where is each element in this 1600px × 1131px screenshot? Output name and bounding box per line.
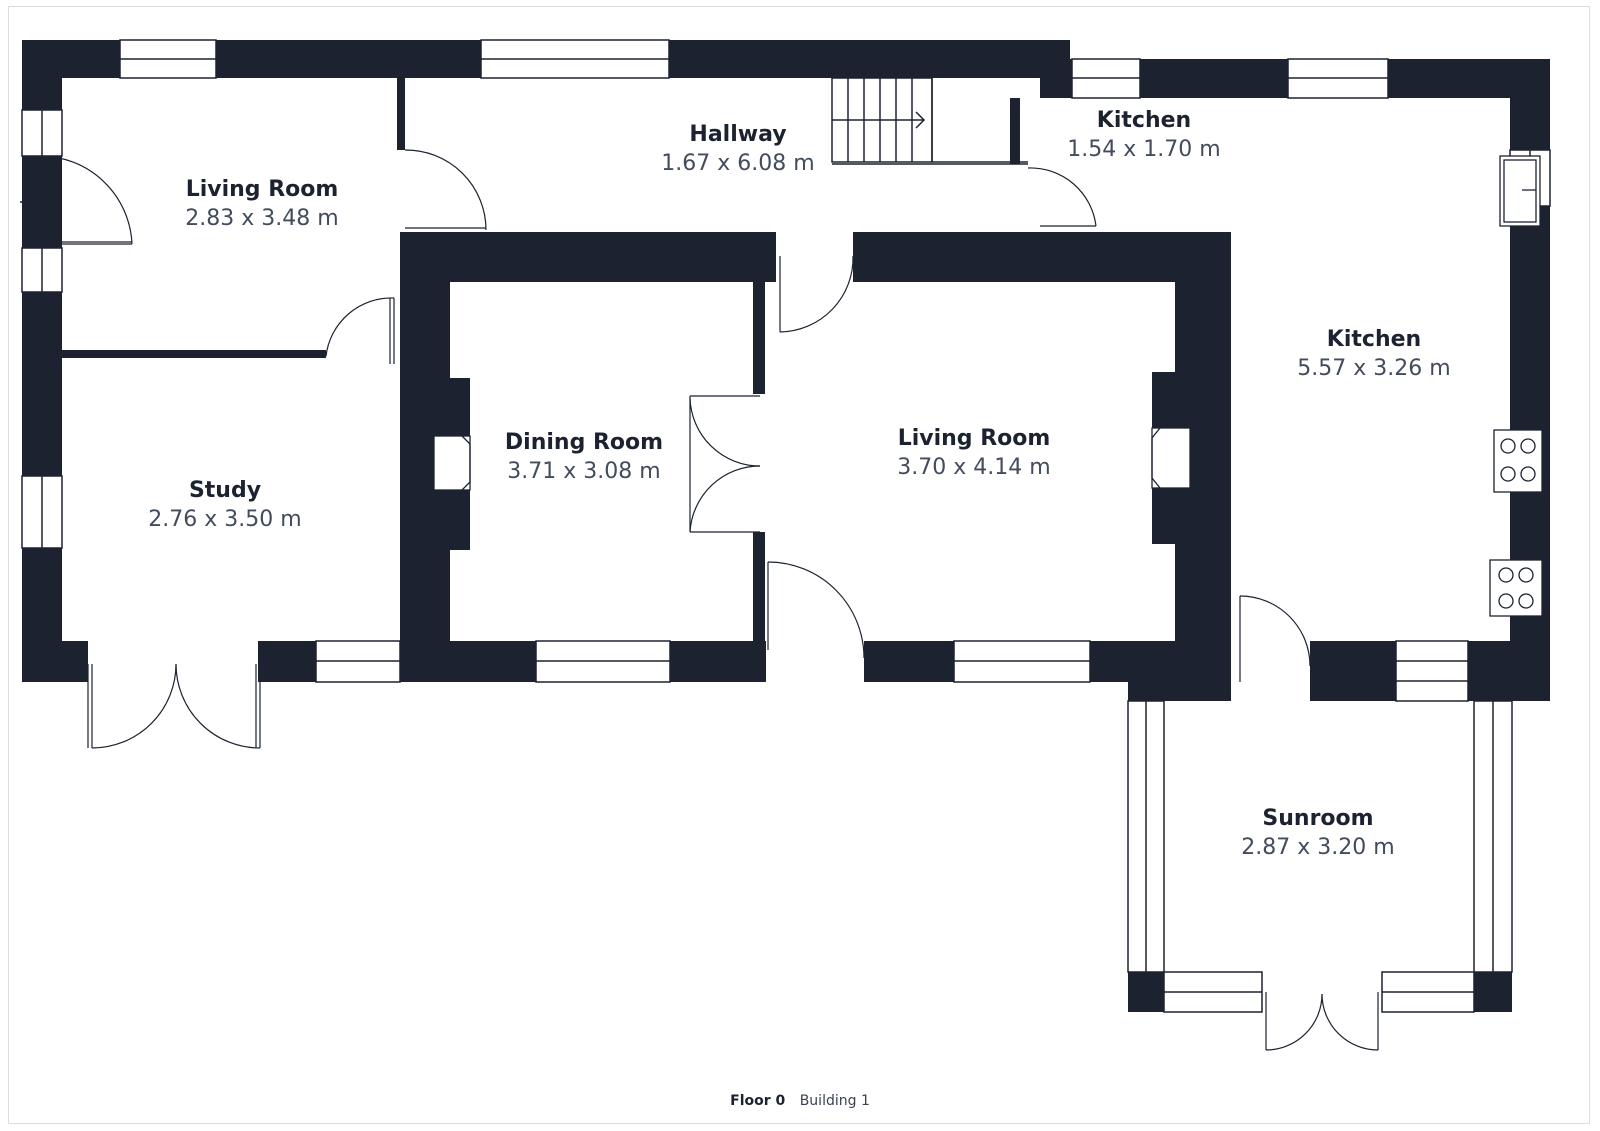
room-dimensions: 3.70 x 4.14 m: [897, 455, 1051, 480]
room-label-study: Study 2.76 x 3.50 m: [148, 477, 301, 535]
room-name: Study: [188, 478, 262, 503]
building-label: Building 1: [799, 1093, 870, 1109]
plan-footer: Floor 0 Building 1: [0, 1093, 1600, 1109]
room-name: Kitchen: [1326, 327, 1422, 352]
fireplace-dining: [433, 435, 471, 491]
room-name: Sunroom: [1262, 806, 1374, 831]
room-dimensions: 2.87 x 3.20 m: [1241, 835, 1395, 860]
staircase: [831, 77, 1028, 165]
room-dimensions: 1.67 x 6.08 m: [661, 151, 815, 176]
doors: [39, 149, 1379, 1051]
room-dimensions: 2.83 x 3.48 m: [185, 206, 339, 231]
room-label-kitchen-small: Kitchen 1.54 x 1.70 m: [1067, 107, 1220, 165]
room-label-living-room-2: Living Room 3.70 x 4.14 m: [897, 425, 1050, 483]
floor-label: Floor 0: [730, 1093, 786, 1109]
room-dimensions: 5.57 x 3.26 m: [1297, 356, 1451, 381]
room-label-living-room-1: Living Room 2.83 x 3.48 m: [185, 176, 338, 234]
room-name: Living Room: [185, 177, 339, 202]
room-label-kitchen-main: Kitchen 5.57 x 3.26 m: [1297, 326, 1450, 384]
hob-lower: [1489, 559, 1543, 617]
room-dimensions: 2.76 x 3.50 m: [148, 507, 302, 532]
room-name: Kitchen: [1096, 108, 1192, 133]
room-name: Living Room: [897, 426, 1051, 451]
entrance-arrow-icon: [20, 193, 44, 211]
room-label-sunroom: Sunroom 2.87 x 3.20 m: [1241, 805, 1394, 863]
room-name: Dining Room: [504, 430, 664, 455]
fireplace-living: [1151, 427, 1191, 489]
drawing-frame: [8, 6, 1590, 1124]
room-label-hallway: Hallway 1.67 x 6.08 m: [661, 121, 814, 179]
room-dimensions: 3.71 x 3.08 m: [507, 459, 661, 484]
hob-upper: [1493, 429, 1543, 493]
room-label-dining-room: Dining Room 3.71 x 3.08 m: [505, 429, 663, 487]
room-dimensions: 1.54 x 1.70 m: [1067, 137, 1221, 162]
fixtures: [433, 155, 1543, 617]
room-name: Hallway: [689, 122, 787, 147]
